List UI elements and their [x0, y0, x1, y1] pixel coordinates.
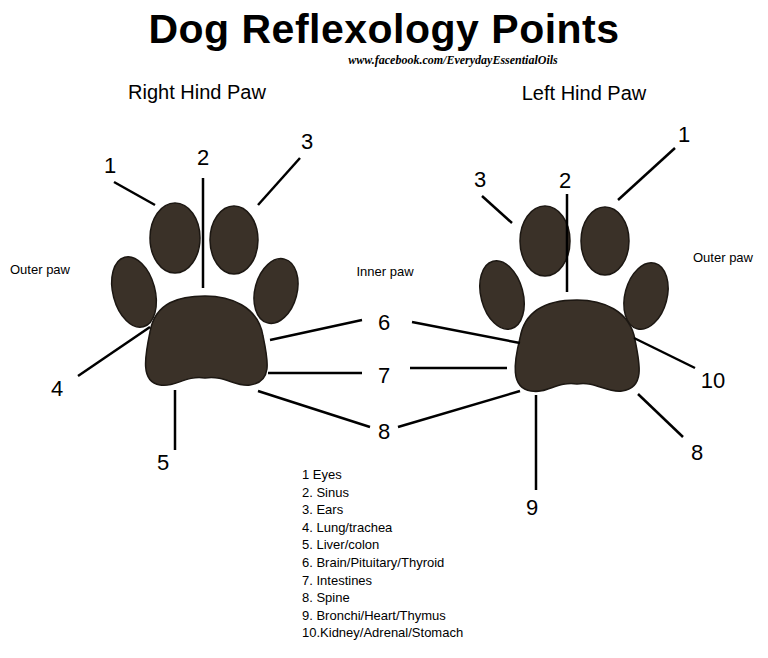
callout-number: 3: [474, 167, 486, 192]
legend-item: 9. Bronchi/Heart/Thymus: [302, 608, 446, 623]
leader-lines: [78, 148, 695, 490]
callout-number: 5: [157, 450, 169, 475]
callout-number: 3: [301, 129, 313, 154]
diagram-title: Dog Reflexology Points: [148, 6, 619, 53]
right-paw: [104, 203, 304, 385]
watermark: www.facebook.com/EverydayEssentialOils: [348, 54, 558, 68]
legend-item: 10.Kidney/Adrenal/Stomach: [302, 626, 463, 641]
legend-item: 2. Sinus: [302, 485, 349, 500]
callout-number: 7: [378, 363, 390, 388]
legend-item: 6. Brain/Pituitary/Thyroid: [302, 556, 444, 571]
legend-item: 4. Lung/trachea: [302, 520, 392, 535]
legend-item: 3. Ears: [302, 503, 343, 518]
callout-number: 9: [526, 495, 538, 520]
callout-number: 10: [701, 368, 725, 393]
legend-item: 5. Liver/colon: [302, 538, 379, 553]
callout-number: 6: [378, 310, 390, 335]
left-paw: [473, 206, 675, 391]
paw-heading: Left Hind Paw: [522, 82, 647, 105]
callout-number: 1: [678, 122, 690, 147]
side-label: Outer paw: [10, 263, 70, 278]
callout-number: 8: [378, 419, 390, 444]
callout-number: 8: [691, 440, 703, 465]
legend-item: 7. Intestines: [302, 573, 372, 588]
callout-number: 1: [104, 153, 116, 178]
side-label: Outer paw: [693, 251, 753, 266]
legend-item: 8. Spine: [302, 591, 350, 606]
callout-number: 2: [197, 145, 209, 170]
side-label: Inner paw: [356, 265, 413, 280]
callout-number: 2: [559, 168, 571, 193]
callout-number: 4: [51, 376, 63, 401]
paw-heading: Right Hind Paw: [128, 81, 266, 104]
legend-item: 1 Eyes: [302, 468, 342, 483]
